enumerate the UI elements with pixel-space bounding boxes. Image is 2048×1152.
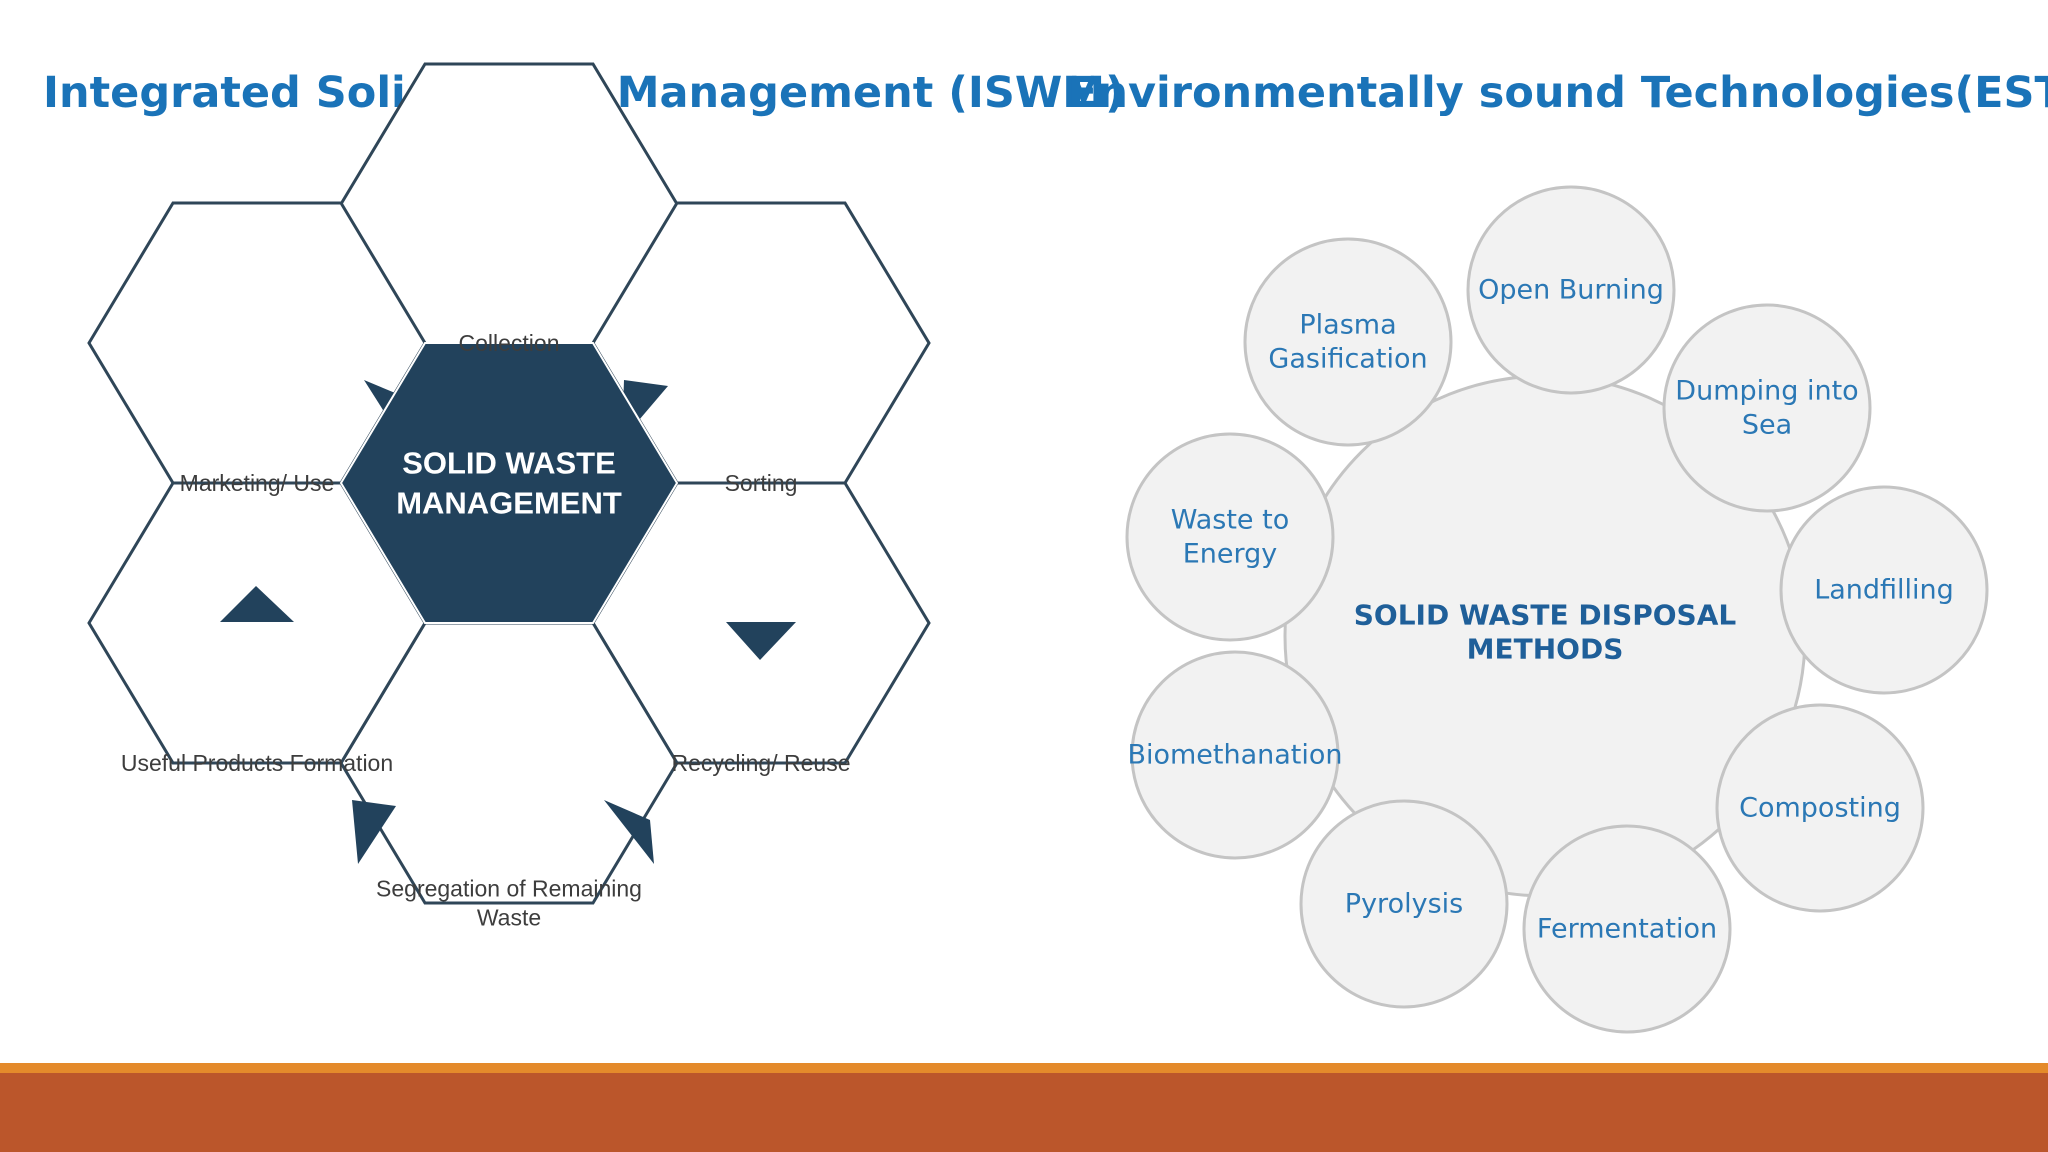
method-circle-waste-to [1125,432,1335,642]
hexagon-center [339,342,679,624]
est-heading: Environmentally sound Technologies(EST) [1068,68,2048,118]
hexagon-label-collection: Collection [459,330,560,356]
method-circle-open-burning [1466,185,1676,395]
hexagon-center-label: MANAGEMENT [396,486,622,521]
method-circle-biomethanation [1130,650,1340,860]
hexagon-label-recycling-reuse: Recycling/ Reuse [672,750,851,776]
hexagon-label-segregation-of-remaining: Waste [477,905,541,931]
flow-arrow-4 [604,800,654,864]
method-label-dumping-into: Dumping into [1675,376,1858,407]
hexagon-label-useful-products-formation: Useful Products Formation [121,750,393,776]
method-circle-fermentation [1522,824,1732,1034]
method-label-plasma: Plasma [1299,310,1396,341]
hexagon-label-sorting: Sorting [725,470,798,496]
method-circle-pyrolysis [1299,799,1509,1009]
flow-arrow-6 [220,586,294,622]
method-label-composting: Composting [1739,793,1901,824]
flow-arrow-5 [352,800,396,864]
method-label-landfilling: Landfilling [1814,575,1954,606]
method-label-waste-to: Energy [1183,539,1278,570]
flow-arrow-3 [726,622,796,660]
footer-bar [0,1073,2048,1152]
method-label-biomethanation: Biomethanation [1127,740,1342,771]
method-circle-composting [1715,703,1925,913]
method-circle-dumping-into [1662,303,1872,513]
center-circle-label: SOLID WASTE DISPOSAL [1354,599,1737,632]
iswm-hexagon-diagram: SOLID WASTE MANAGEMENT CollectionSortingRe… [87,62,931,931]
method-label-waste-to: Waste to [1171,505,1289,536]
footer-accent-line [0,1063,2048,1073]
method-label-open-burning: Open Burning [1478,275,1664,306]
method-label-plasma: Gasification [1268,344,1427,375]
method-circle-landfilling [1779,485,1989,695]
method-circle-plasma [1243,237,1453,447]
method-label-dumping-into: Sea [1742,410,1792,441]
method-label-fermentation: Fermentation [1537,914,1717,945]
hexagon-label-marketing-use: Marketing/ Use [180,470,335,496]
method-label-pyrolysis: Pyrolysis [1345,889,1463,920]
hexagon-center-label: SOLID WASTE [402,446,616,481]
hexagon-label-segregation-of-remaining: Segregation of Remaining [376,876,642,902]
center-circle-label: METHODS [1467,633,1624,666]
